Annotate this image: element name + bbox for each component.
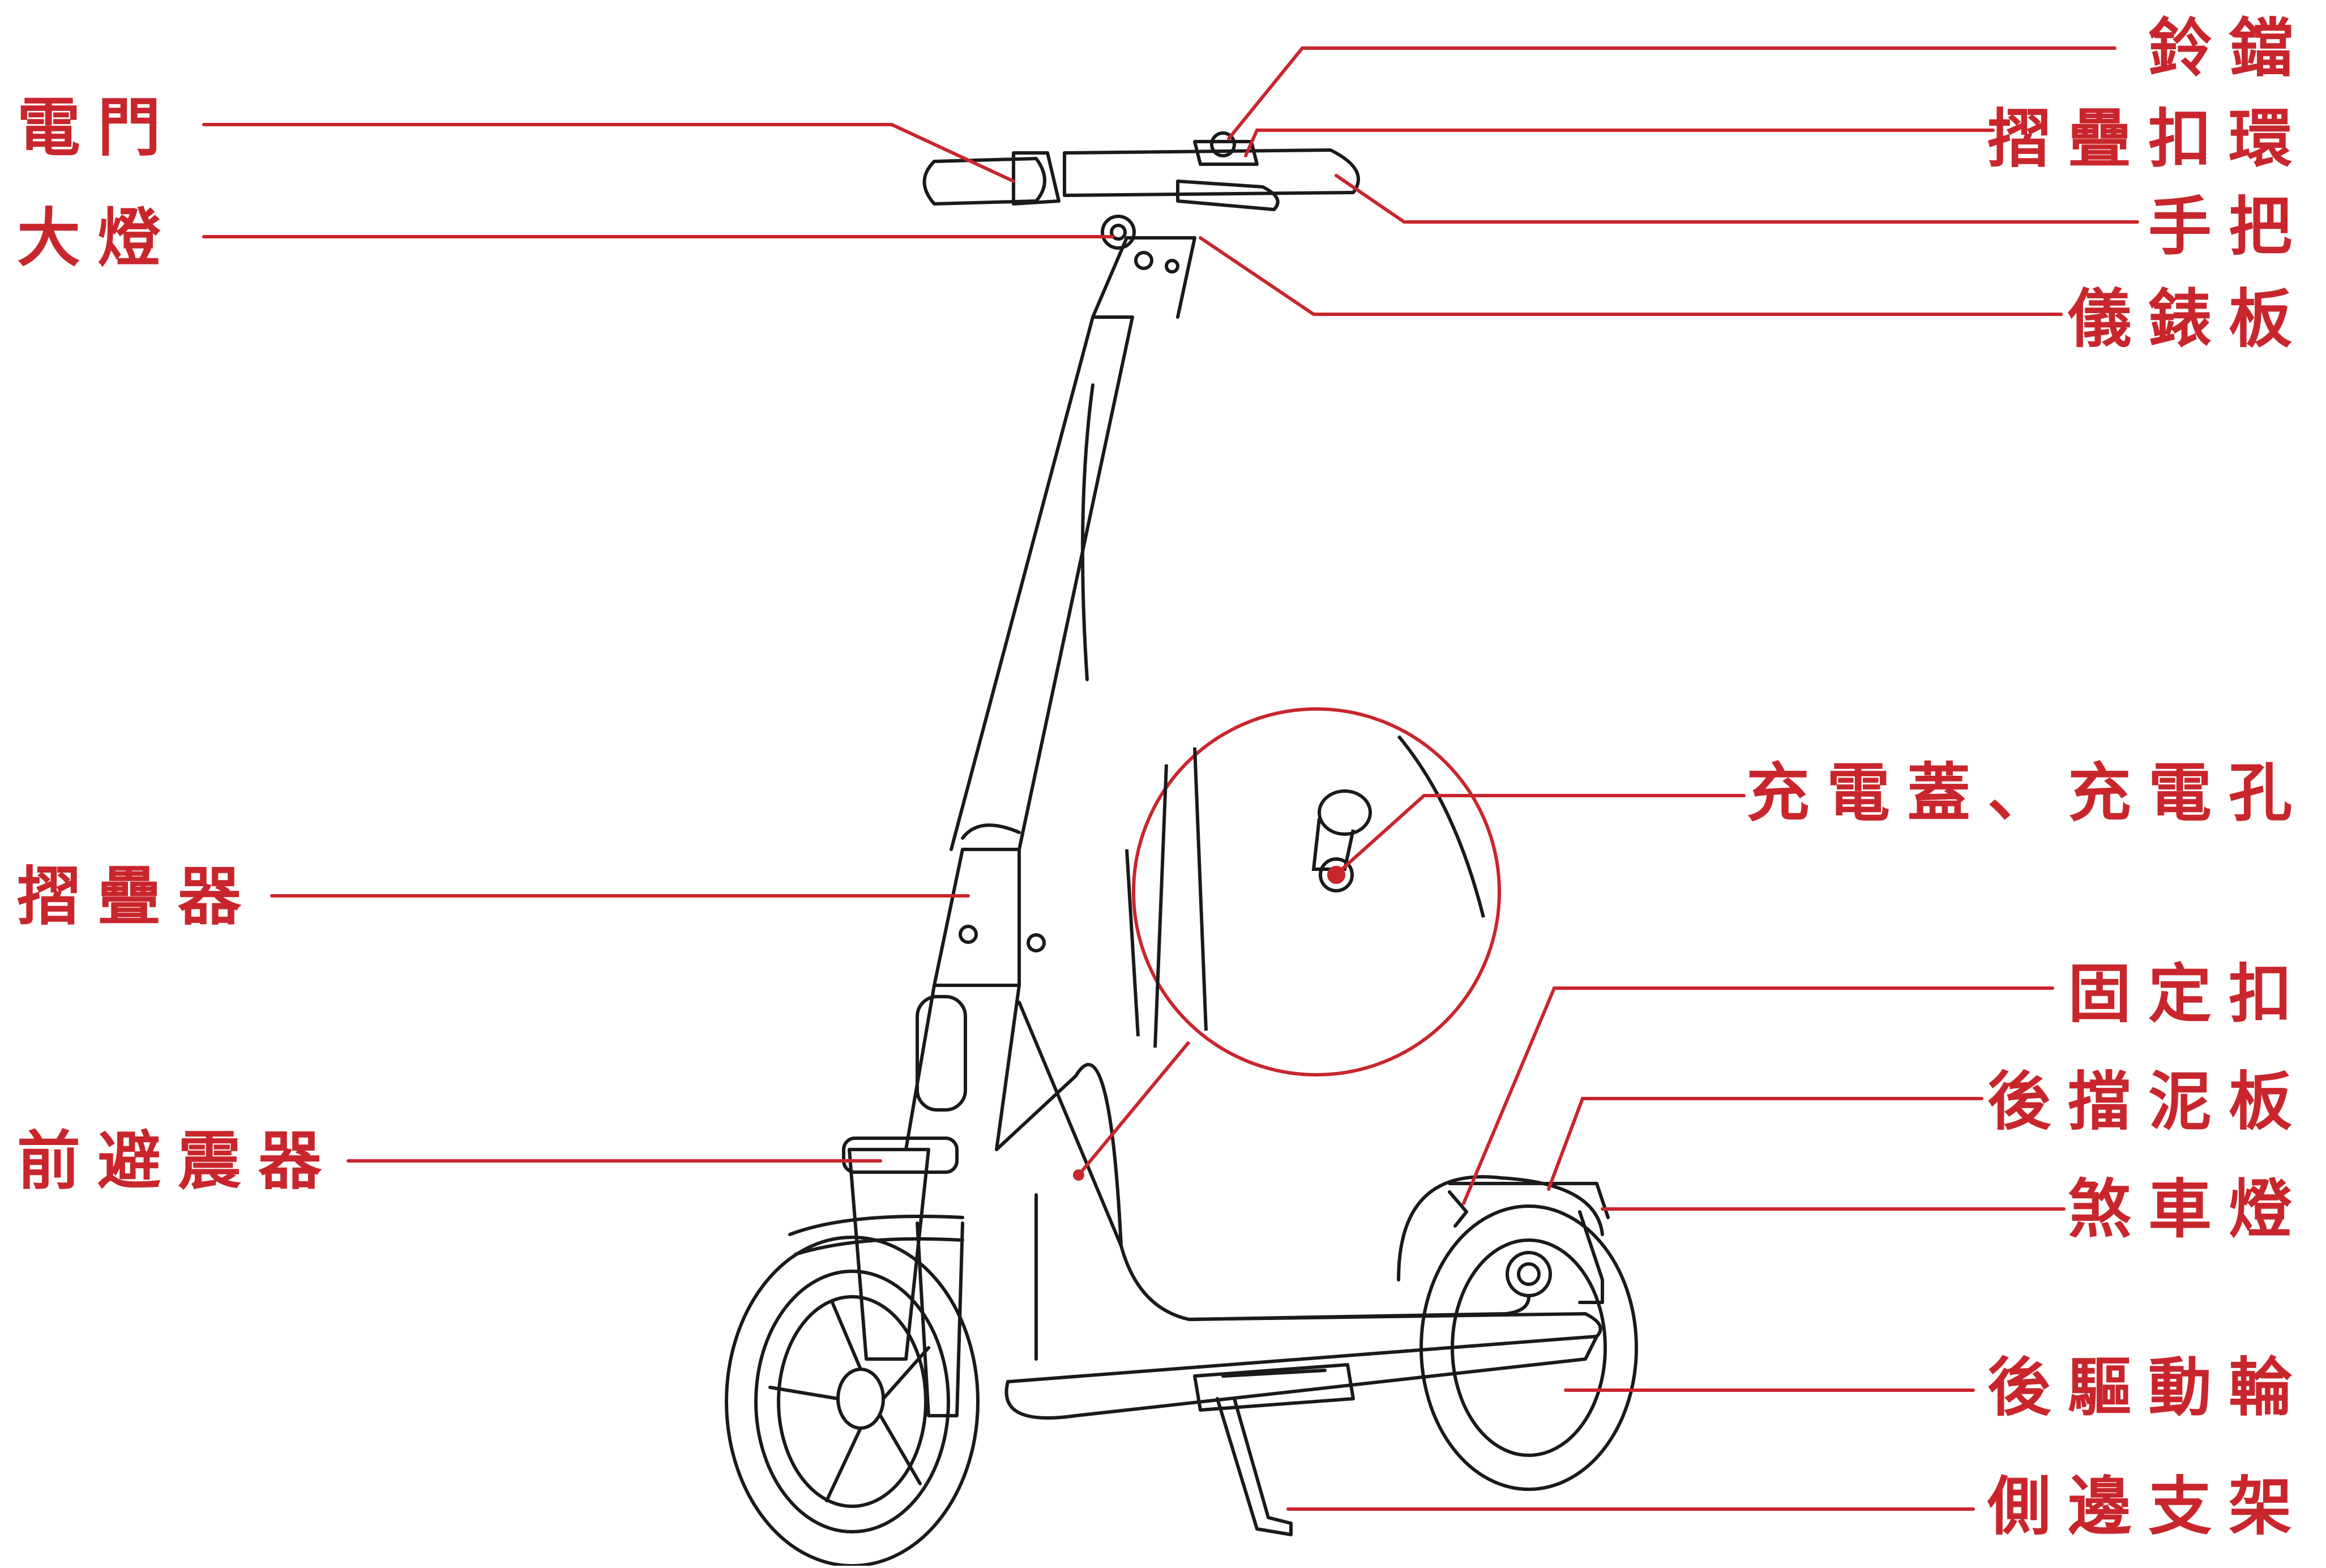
deck	[995, 1001, 1602, 1420]
leader-charging	[1340, 794, 1746, 871]
leader-rear-fender	[1547, 1097, 1983, 1191]
label-brake-light: 煞車燈	[2068, 1173, 2309, 1246]
label-charging: 充電蓋、充電孔	[1746, 757, 2309, 830]
label-bell: 鈴鐺	[2148, 12, 2309, 86]
charging-port-inset	[1073, 707, 1501, 1181]
front-wheel	[725, 1236, 980, 1567]
leader-handlebar	[1335, 174, 2139, 224]
label-rear-fender: 後擋泥板	[1987, 1065, 2309, 1139]
leader-fixing-buckle	[1462, 986, 2054, 1205]
label-folder: 摺疊器	[17, 860, 258, 934]
label-dashboard: 儀錶板	[2068, 283, 2309, 356]
front-fork	[788, 1137, 964, 1417]
label-kickstand: 側邊支架	[1987, 1470, 2309, 1544]
leader-lines	[202, 46, 2139, 1511]
leader-throttle	[202, 123, 1015, 183]
label-front-suspension: 前避震器	[17, 1125, 339, 1198]
leader-bell	[1227, 46, 2117, 140]
kickstand	[1216, 1397, 1293, 1536]
label-headlight: 大燈	[17, 202, 178, 275]
steering-stem	[904, 215, 1196, 1151]
label-handlebar: 手把	[2148, 190, 2309, 264]
label-folding-buckle: 摺疊扣環	[1987, 102, 2309, 176]
leader-dashboard	[1199, 236, 2063, 316]
rear-wheel	[1397, 1175, 1638, 1491]
leader-folding-buckle	[1244, 129, 1995, 157]
label-throttle: 電門	[17, 91, 178, 165]
label-fixing-buckle: 固定扣	[2068, 958, 2309, 1031]
label-rear-drive-wheel: 後驅動輪	[1987, 1351, 2309, 1425]
handlebar	[922, 131, 1360, 211]
